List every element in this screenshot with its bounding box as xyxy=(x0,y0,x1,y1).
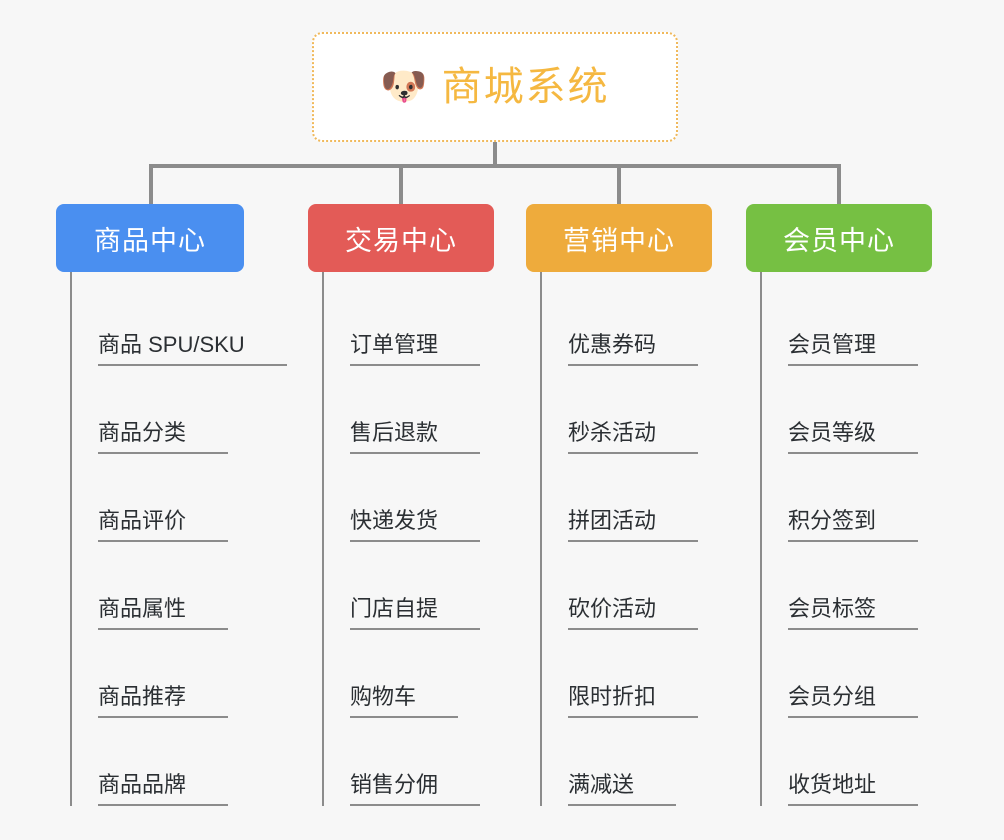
leaf-label: 积分签到 xyxy=(788,508,919,542)
leaf-label: 满减送 xyxy=(568,772,677,806)
list-item[interactable]: 销售分佣 xyxy=(350,718,494,806)
list-item[interactable]: 快递发货 xyxy=(350,454,494,542)
leaf-label: 商品分类 xyxy=(98,420,229,454)
list-item[interactable]: 会员等级 xyxy=(788,366,932,454)
leaf-spine xyxy=(540,272,542,806)
leaf-label: 购物车 xyxy=(350,684,459,718)
leaf-label: 销售分佣 xyxy=(350,772,481,806)
leaf-spine xyxy=(70,272,72,806)
leaf-label: 优惠券码 xyxy=(568,332,699,366)
leaf-label: 会员分组 xyxy=(788,684,919,718)
connector-drop-product-center xyxy=(149,164,153,204)
leaf-label: 门店自提 xyxy=(350,596,481,630)
leaf-list-marketing-center: 优惠券码 秒杀活动 拼团活动 砍价活动 限时折扣 满减送 xyxy=(540,272,712,806)
leaf-label: 拼团活动 xyxy=(568,508,699,542)
list-item[interactable]: 秒杀活动 xyxy=(568,366,712,454)
shiba-dog-face-icon: 🐶 xyxy=(380,66,428,108)
category-box-marketing-center[interactable]: 营销中心 xyxy=(526,204,712,272)
leaf-label: 商品品牌 xyxy=(98,772,229,806)
category-label: 交易中心 xyxy=(345,225,457,256)
connector-root-stem xyxy=(493,142,497,168)
connector-drop-marketing-center xyxy=(617,164,621,204)
list-item[interactable]: 购物车 xyxy=(350,630,494,718)
category-label: 商品中心 xyxy=(94,225,206,256)
category-label: 营销中心 xyxy=(563,225,675,256)
connector-horizontal-bus xyxy=(149,164,841,168)
category-box-member-center[interactable]: 会员中心 xyxy=(746,204,932,272)
branch-trade-center: 交易中心 订单管理 售后退款 快递发货 门店自提 购物车 销售分佣 xyxy=(308,204,494,806)
leaf-list-member-center: 会员管理 会员等级 积分签到 会员标签 会员分组 收货地址 xyxy=(760,272,932,806)
list-item[interactable]: 商品推荐 xyxy=(98,630,244,718)
connector-drop-trade-center xyxy=(399,164,403,204)
leaf-label: 商品推荐 xyxy=(98,684,229,718)
branch-product-center: 商品中心 商品 SPU/SKU 商品分类 商品评价 商品属性 商品推荐 商品品牌 xyxy=(56,204,287,806)
leaf-label: 限时折扣 xyxy=(568,684,699,718)
leaf-label: 秒杀活动 xyxy=(568,420,699,454)
leaf-label: 会员管理 xyxy=(788,332,919,366)
list-item[interactable]: 积分签到 xyxy=(788,454,932,542)
list-item[interactable]: 满减送 xyxy=(568,718,712,806)
list-item[interactable]: 限时折扣 xyxy=(568,630,712,718)
leaf-label: 收货地址 xyxy=(788,772,919,806)
list-item[interactable]: 会员管理 xyxy=(788,278,932,366)
branch-marketing-center: 营销中心 优惠券码 秒杀活动 拼团活动 砍价活动 限时折扣 满减送 xyxy=(526,204,712,806)
category-box-product-center[interactable]: 商品中心 xyxy=(56,204,244,272)
leaf-label: 订单管理 xyxy=(350,332,481,366)
leaf-list-product-center: 商品 SPU/SKU 商品分类 商品评价 商品属性 商品推荐 商品品牌 xyxy=(70,272,287,806)
category-box-trade-center[interactable]: 交易中心 xyxy=(308,204,494,272)
list-item[interactable]: 会员分组 xyxy=(788,630,932,718)
list-item[interactable]: 会员标签 xyxy=(788,542,932,630)
list-item[interactable]: 门店自提 xyxy=(350,542,494,630)
list-item[interactable]: 订单管理 xyxy=(350,278,494,366)
connector-drop-member-center xyxy=(837,164,841,204)
list-item[interactable]: 商品 SPU/SKU xyxy=(98,278,287,366)
leaf-label: 商品属性 xyxy=(98,596,229,630)
leaf-list-trade-center: 订单管理 售后退款 快递发货 门店自提 购物车 销售分佣 xyxy=(322,272,494,806)
branch-member-center: 会员中心 会员管理 会员等级 积分签到 会员标签 会员分组 收货地址 xyxy=(746,204,932,806)
leaf-label: 砍价活动 xyxy=(568,596,699,630)
list-item[interactable]: 收货地址 xyxy=(788,718,932,806)
list-item[interactable]: 优惠券码 xyxy=(568,278,712,366)
leaf-label: 会员标签 xyxy=(788,596,919,630)
list-item[interactable]: 砍价活动 xyxy=(568,542,712,630)
leaf-label: 商品评价 xyxy=(98,508,229,542)
list-item[interactable]: 拼团活动 xyxy=(568,454,712,542)
leaf-label: 售后退款 xyxy=(350,420,481,454)
list-item[interactable]: 商品属性 xyxy=(98,542,244,630)
root-node[interactable]: 🐶 商城系统 xyxy=(312,32,678,142)
list-item[interactable]: 售后退款 xyxy=(350,366,494,454)
leaf-label: 会员等级 xyxy=(788,420,919,454)
leaf-spine xyxy=(322,272,324,806)
leaf-label: 商品 SPU/SKU xyxy=(98,332,287,366)
list-item[interactable]: 商品评价 xyxy=(98,454,244,542)
list-item[interactable]: 商品分类 xyxy=(98,366,244,454)
root-title: 商城系统 xyxy=(441,65,610,109)
leaf-spine xyxy=(760,272,762,806)
leaf-label: 快递发货 xyxy=(350,508,481,542)
list-item[interactable]: 商品品牌 xyxy=(98,718,244,806)
category-label: 会员中心 xyxy=(783,225,895,256)
